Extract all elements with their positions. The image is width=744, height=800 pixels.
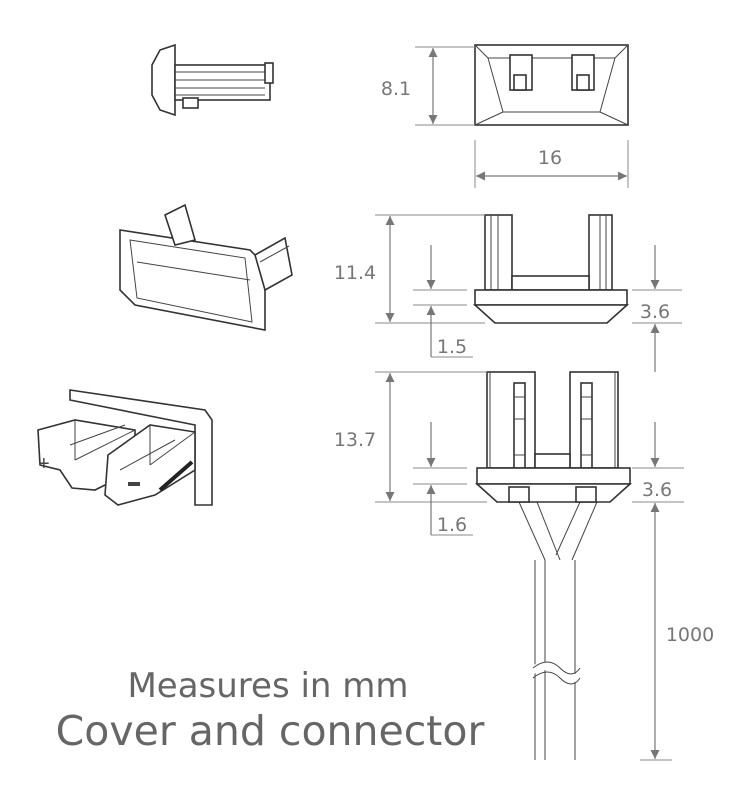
- cover-height-label: 11.4: [334, 262, 376, 284]
- cover-front-view: [472, 214, 630, 324]
- top-height-label: 8.1: [381, 78, 411, 100]
- connector-base-label: 3.6: [642, 479, 672, 501]
- cable-length-label: 1000: [666, 624, 714, 646]
- caption-title: Cover and connector: [56, 707, 485, 755]
- connector-step-label: 1.6: [437, 514, 467, 536]
- connector-height-label: 13.7: [334, 429, 376, 451]
- plus-mark-icon: +: [38, 453, 50, 475]
- connector-front-view: [474, 371, 633, 760]
- cover-side-view: [151, 43, 274, 117]
- cover-base-label: 3.6: [640, 301, 670, 323]
- connector-isometric-view: +: [37, 389, 213, 506]
- top-view: [474, 44, 629, 126]
- caption-units: Measures in mm: [127, 666, 408, 706]
- cover-step-label: 1.5: [437, 336, 467, 358]
- width-label: 16: [538, 147, 562, 169]
- cover-isometric-view: [119, 203, 293, 331]
- minus-mark-icon: [128, 482, 140, 486]
